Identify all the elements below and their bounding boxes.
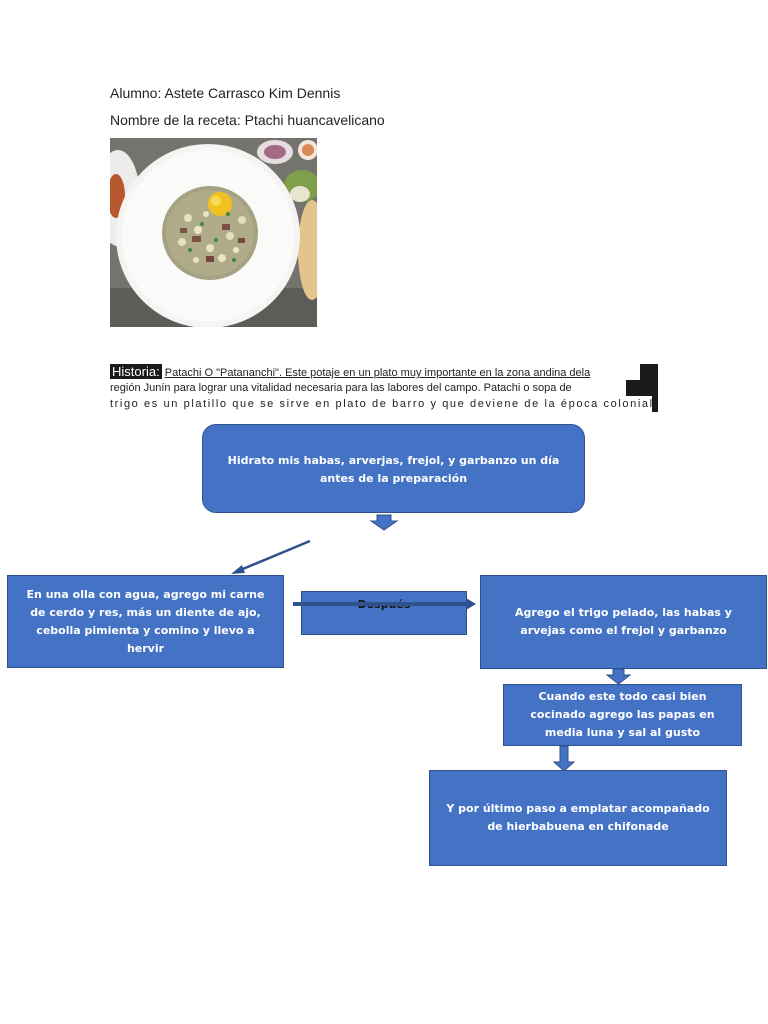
step-1-text: Hidrato mis habas, arverjas, frejol, y g…: [227, 454, 560, 485]
step-2-text: En una olla con agua, agrego mi carne de…: [26, 587, 265, 655]
step-5-text: Y por último paso a emplatar acompañado …: [446, 802, 710, 833]
dish-photo: [110, 138, 317, 327]
student-name: Alumno: Astete Carrasco Kim Dennis: [110, 85, 341, 101]
historia-row-2: región Junín para lograr una vitalidad n…: [110, 380, 658, 396]
historia-row-1: Historia: Patachi O "Patananchi". Este p…: [110, 364, 658, 380]
step-4-box: Cuando este todo casi bien cocinado agre…: [503, 684, 742, 746]
step-2-box: En una olla con agua, agrego mi carne de…: [7, 575, 284, 668]
historia-line-1: Patachi O "Patananchi". Este potaje en u…: [164, 367, 591, 379]
step-1-box: Hidrato mis habas, arverjas, frejol, y g…: [202, 424, 585, 513]
down-arrow-icon: [369, 514, 399, 531]
diagonal-arrow-icon: [237, 539, 311, 573]
step-3-text: Agrego el trigo pelado, las habas y arve…: [515, 606, 732, 637]
soup-bowl-image: [110, 138, 317, 327]
historia-line-2: región Junín para lograr una vitalidad n…: [110, 382, 572, 394]
highlight-bar: [652, 396, 658, 412]
step-5-box: Y por último paso a emplatar acompañado …: [429, 770, 727, 866]
connector-box: Después: [301, 591, 467, 635]
recipe-name: Nombre de la receta: Ptachi huancavelica…: [110, 112, 385, 128]
step-4-text: Cuando este todo casi bien cocinado agre…: [530, 690, 715, 739]
down-arrow-icon: [605, 668, 632, 685]
historia-label: Historia:: [110, 364, 162, 379]
historia-line-3: trigo es un platillo que se sirve en pla…: [110, 398, 658, 410]
historia-row-3: trigo es un platillo que se sirve en pla…: [110, 396, 658, 412]
highlight-bar: [640, 364, 658, 380]
historia-paragraph: Historia: Patachi O "Patananchi". Este p…: [110, 364, 658, 412]
highlight-bar: [626, 380, 658, 396]
down-arrow-icon: [552, 745, 576, 772]
